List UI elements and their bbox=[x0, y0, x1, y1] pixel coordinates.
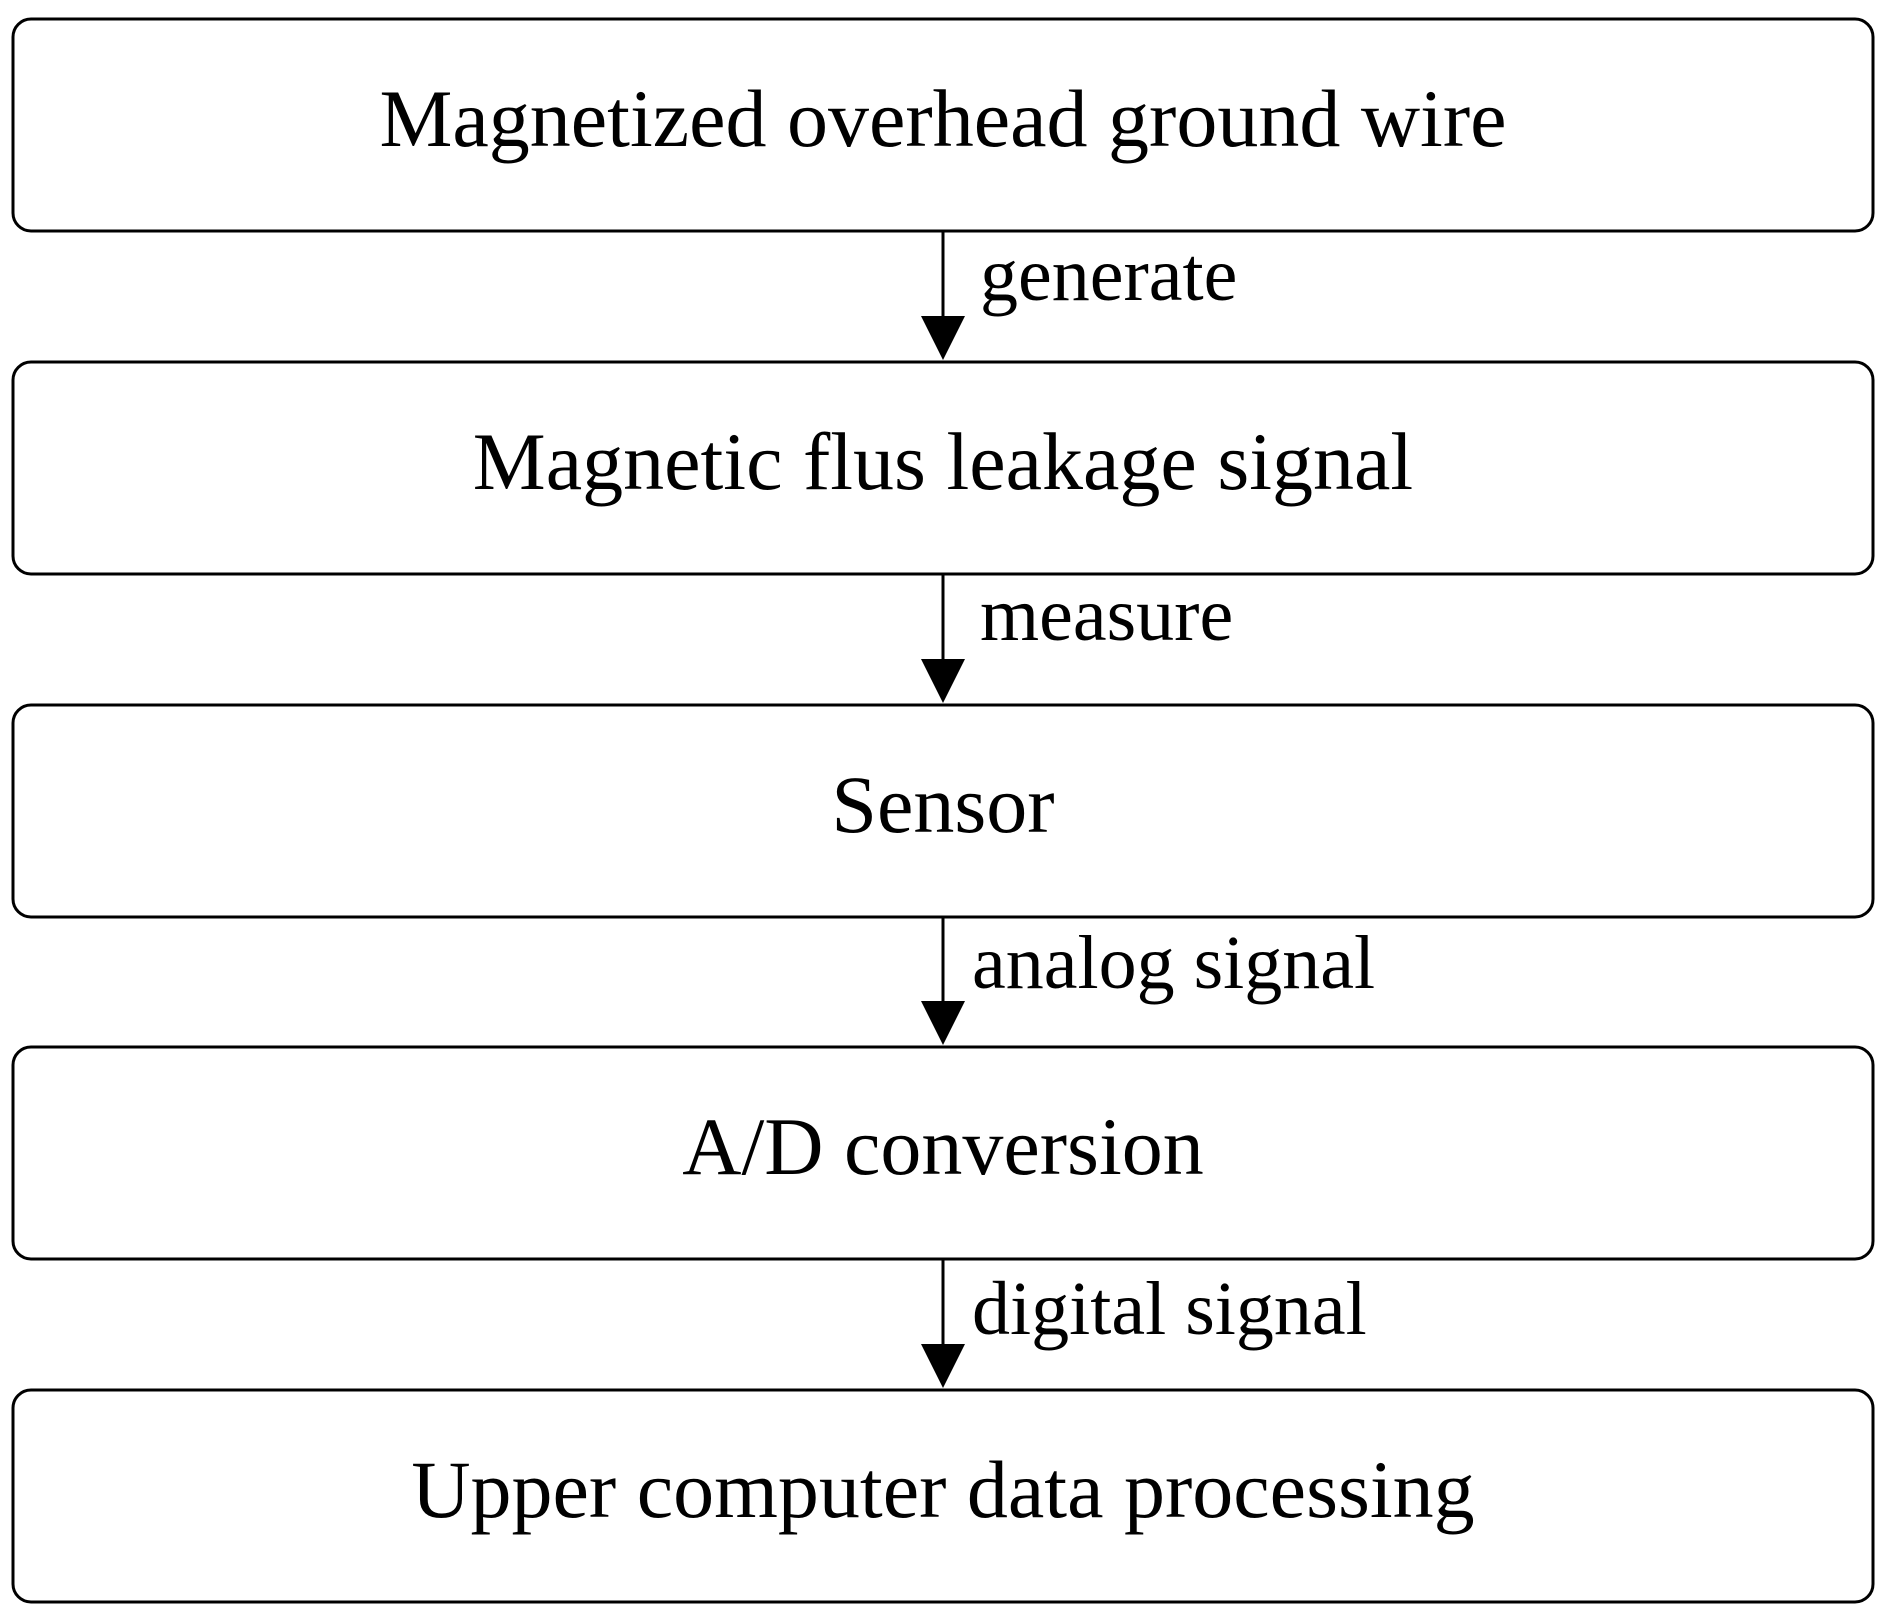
flow-node-upper-computer: Upper computer data processing bbox=[11, 1388, 1875, 1604]
edge-label: measure bbox=[980, 573, 1233, 657]
flow-arrow-generate: generate bbox=[921, 231, 1237, 360]
flow-arrow-digital-signal: digital signal bbox=[921, 1259, 1367, 1388]
node-label: Sensor bbox=[831, 759, 1054, 850]
flow-node-sensor: Sensor bbox=[11, 703, 1875, 919]
node-label: Upper computer data processing bbox=[411, 1444, 1474, 1535]
edge-label: analog signal bbox=[972, 921, 1375, 1005]
flow-arrow-measure: measure bbox=[921, 573, 1233, 703]
flow-node-ad-conversion: A/D conversion bbox=[11, 1045, 1875, 1261]
flow-node-flux-leakage-signal: Magnetic flus leakage signal bbox=[11, 360, 1875, 576]
flow-node-magnetized-wire: Magnetized overhead ground wire bbox=[11, 17, 1875, 233]
edge-label: digital signal bbox=[972, 1267, 1367, 1351]
edge-label: generate bbox=[980, 233, 1237, 317]
node-label: Magnetized overhead ground wire bbox=[379, 73, 1506, 164]
node-label: A/D conversion bbox=[682, 1101, 1204, 1192]
node-label: Magnetic flus leakage signal bbox=[473, 416, 1413, 507]
flow-arrow-analog-signal: analog signal bbox=[921, 917, 1375, 1045]
